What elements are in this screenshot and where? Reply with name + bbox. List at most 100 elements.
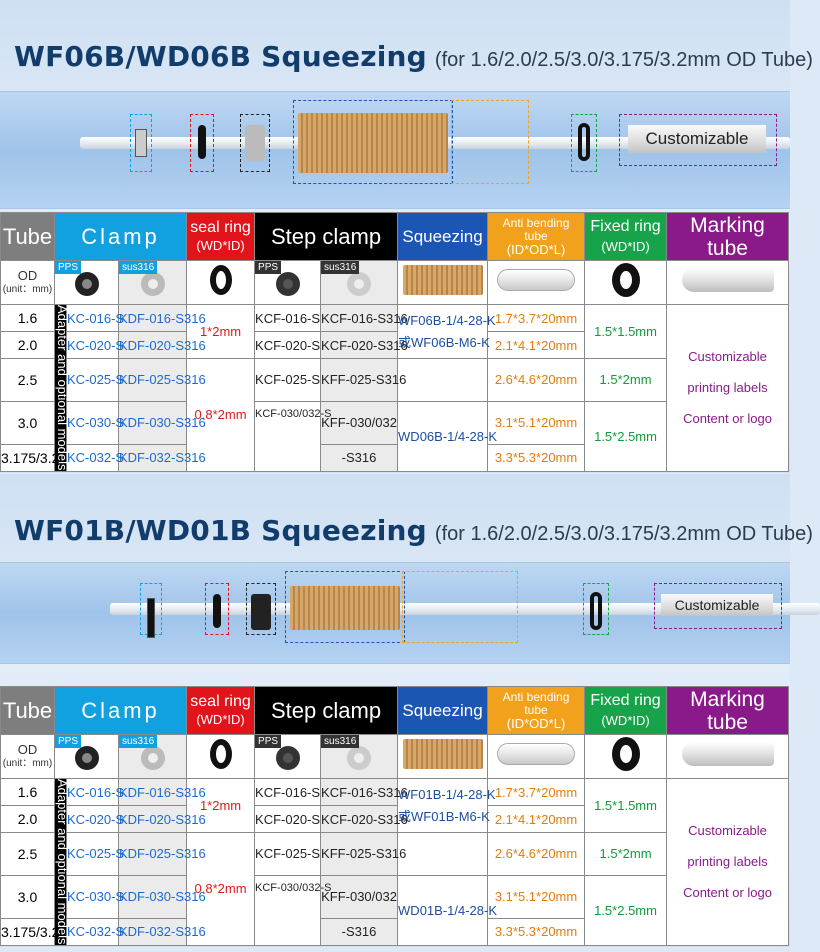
section-wf06b: WF06B/WD06B Squeezing(for 1.6/2.0/2.5/3.… (0, 0, 813, 473)
washer-icon (140, 746, 165, 770)
od-value: 2.5 (0, 358, 55, 402)
header-clamp: Clamp (53, 686, 188, 735)
header-row: Tube Clamp seal ring(WD*ID) Step clamp S… (0, 686, 790, 735)
anti-bending-callout (402, 571, 518, 643)
marking-image (666, 260, 790, 305)
step-clamp-part (245, 125, 265, 161)
step-clamp-icon (275, 272, 300, 296)
od-label: OD(unit：mm) (0, 734, 55, 779)
parts-table: Tube Clamp seal ring(WD*ID) Step clamp S… (0, 686, 790, 946)
step-pps-image: PPS (254, 734, 322, 779)
step-pps-model: KCF-020-S (254, 805, 322, 833)
step-sus-image: sus316 (320, 734, 399, 779)
step-clamp-icon (275, 746, 300, 770)
fixed-ring-callout (571, 114, 597, 172)
clamp-pps-model: KC-025-S (66, 358, 124, 402)
step-clamp-callout (240, 114, 270, 172)
header-step-clamp: Step clamp (254, 212, 399, 261)
vertical-label: Adapter and optional models (54, 304, 70, 472)
clamp-pps-model: KC-016-S (66, 304, 124, 332)
fixed-ring-size: 1.5*2mm (584, 358, 668, 402)
clamp-sus-model: KDF-016-S316 (117, 778, 206, 806)
od-value: 3.0 (0, 400, 55, 445)
anti-bending-image (487, 734, 586, 779)
o-ring-icon (209, 739, 232, 769)
step-sus-image: sus316 (320, 260, 399, 305)
clamp-sus-model: KDF-016-S316 (117, 304, 206, 332)
anti-bending-image (487, 260, 586, 305)
header-row: Tube Clamp seal ring(WD*ID) Step clamp S… (0, 212, 790, 261)
image-row: OD(unit：mm) PPS sus316 PPS sus316 (0, 734, 790, 779)
anti-bending-size: 3.1*5.1*20mm (487, 400, 586, 445)
od-value: 1.6 (0, 778, 55, 806)
header-fixed-ring: Fixed ring(WD*ID) (584, 212, 668, 261)
header-step-clamp: Step clamp (254, 686, 399, 735)
seal-ring-size: 1*2mm (186, 778, 256, 833)
header-marking-tube: Marking tube (666, 686, 790, 735)
marking-tube-callout: Customizable (654, 583, 782, 629)
customizable-tag: Customizable (661, 594, 773, 616)
header-tube: Tube (0, 686, 55, 735)
header-anti-bending: Anti bending tube(ID*OD*L) (487, 212, 586, 261)
tube-icon (497, 743, 576, 765)
clamp-pps-model: KC-020-S (66, 805, 124, 833)
fixed-ring-size: 1.5*1.5mm (584, 778, 668, 833)
clamp-sus-model: KDF-025-S316 (117, 358, 206, 402)
section-title: WF01B/WD01B Squeezing(for 1.6/2.0/2.5/3.… (14, 514, 813, 547)
tube-icon (497, 269, 576, 291)
seal-ring-part (198, 125, 206, 159)
header-anti-bending: Anti bending tube(ID*OD*L) (487, 686, 586, 735)
parts-table: Tube Clamp seal ring(WD*ID) Step clamp S… (0, 212, 790, 472)
clamp-part (147, 598, 155, 638)
step-pps-model: KCF-020-S (254, 331, 322, 359)
step-pps-model: KCF-016-S (254, 304, 322, 332)
step-pps-model: KCF-025-S (254, 358, 322, 402)
step-pps-model: KCF-025-S (254, 832, 322, 876)
od-label: OD(unit：mm) (0, 260, 55, 305)
seal-ring-size: 0.8*2mm (186, 358, 256, 472)
clamp-sus-model: KDF-020-S316 (117, 805, 206, 833)
clamp-callout (140, 583, 162, 638)
anti-bending-size: 2.1*4.1*20mm (487, 805, 586, 833)
o-ring-icon (611, 263, 640, 297)
clamp-part (135, 129, 147, 157)
step-sus-model: KCF-016-S316 (320, 778, 408, 806)
step-sus-model: KFF-030/032 (320, 400, 399, 445)
customizable-tag: Customizable (628, 125, 766, 153)
step-pps-image: PPS (254, 260, 322, 305)
anti-bending-size: 2.6*4.6*20mm (487, 358, 586, 402)
clamp-sus-model: KDF-032-S316 (117, 917, 206, 946)
clamp-pps-image: PPS (54, 260, 119, 305)
fixed-ring-size: 1.5*1.5mm (584, 304, 668, 359)
squeezing-callout (293, 100, 453, 184)
header-seal-ring: seal ring(WD*ID) (186, 686, 256, 735)
anti-bending-size: 2.6*4.6*20mm (487, 832, 586, 876)
clamp-sus-model: KDF-030-S316 (117, 874, 206, 919)
seal-ring-image (186, 734, 256, 779)
od-value: 3.0 (0, 874, 55, 919)
step-sus-model: -S316 (320, 443, 399, 472)
washer-icon (74, 746, 99, 770)
clamp-pps-model: KC-030-S (66, 874, 124, 919)
od-value: 2.0 (0, 331, 55, 359)
step-clamp-callout (246, 583, 276, 635)
clamp-callout (130, 114, 152, 172)
product-subtitle: (for 1.6/2.0/2.5/3.0/3.175/3.2mm OD Tube… (434, 523, 813, 545)
marking-tube-callout: Customizable (619, 114, 777, 166)
marking-tube-icon (681, 742, 774, 766)
squeezing-model: WD06B-1/4-28-K (397, 400, 497, 472)
step-sus-model: KFF-030/032 (320, 874, 399, 919)
anti-bending-size: 1.7*3.7*20mm (487, 778, 586, 806)
product-subtitle: (for 1.6/2.0/2.5/3.0/3.175/3.2mm OD Tube… (434, 49, 813, 71)
squeezing-image (397, 260, 489, 305)
squeezing-empty (397, 832, 489, 876)
seal-ring-size: 0.8*2mm (186, 832, 256, 946)
anti-bending-callout (451, 100, 529, 184)
assembly-illustration: Customizable (0, 562, 820, 664)
